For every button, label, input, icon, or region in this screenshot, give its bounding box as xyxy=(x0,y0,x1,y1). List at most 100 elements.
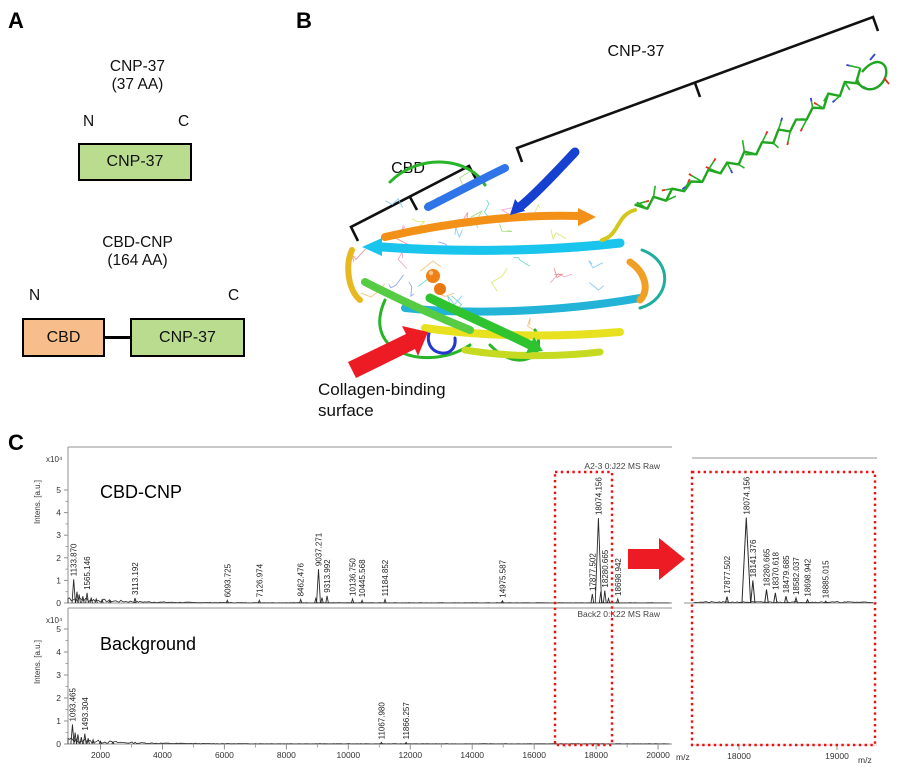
peak xyxy=(594,518,603,604)
peak-label: 9313.992 xyxy=(323,559,332,593)
inset-peak-label: 18885.015 xyxy=(822,560,831,598)
collagen-binding-annotation-line1: Collagen-binding xyxy=(318,380,446,399)
side-chain xyxy=(795,118,804,121)
x-tick-label: 4000 xyxy=(153,750,172,760)
peak xyxy=(379,741,383,745)
peak xyxy=(350,597,355,604)
construct2-cbd-domain: CBD xyxy=(22,318,105,357)
y-tick-label: 0 xyxy=(56,739,61,749)
hairline xyxy=(513,256,531,267)
inset-peak xyxy=(783,596,789,604)
side-chain xyxy=(738,163,745,169)
side-chain xyxy=(787,131,791,142)
peak xyxy=(73,732,77,745)
peak-label: 11067.980 xyxy=(377,702,386,740)
side-chain xyxy=(849,64,861,69)
peak xyxy=(100,598,104,604)
y-scale-label: x10⁴ xyxy=(46,455,63,464)
hairline xyxy=(527,317,536,331)
peak-label: 18280.665 xyxy=(601,549,610,587)
peak xyxy=(75,591,79,604)
peak xyxy=(70,724,75,745)
peak-label: 10136.750 xyxy=(349,558,358,596)
hairline xyxy=(490,267,508,292)
oxygen-tip xyxy=(712,157,717,162)
peak-label: 11184.852 xyxy=(381,559,390,596)
spectrum-source-label: A2-3 0:J22 MS Raw xyxy=(584,461,660,471)
peak-label: 17877.502 xyxy=(588,553,597,591)
construct1-size: (37 AA) xyxy=(111,76,164,93)
panel-c-letter: C xyxy=(8,430,24,455)
construct2-size: (164 AA) xyxy=(107,252,168,269)
construct1-domain-label: CNP-37 xyxy=(106,153,164,170)
oxygen-tip xyxy=(645,199,650,203)
x-axis-title: m/z xyxy=(676,752,690,762)
peak xyxy=(86,738,90,745)
hairline xyxy=(408,281,415,298)
spectrum-trace xyxy=(67,737,670,745)
peak-label: 1093.465 xyxy=(68,688,77,722)
inset-trace xyxy=(693,601,874,604)
inset-peak-label: 18370.618 xyxy=(771,551,780,589)
y-tick-label: 2 xyxy=(56,693,61,703)
peptide-backbone xyxy=(634,67,862,210)
y-tick-label: 5 xyxy=(56,485,61,495)
collagen-binding-annotation-line2: surface xyxy=(318,401,374,420)
side-chain xyxy=(834,95,841,101)
side-chain xyxy=(844,81,851,91)
inset-peak-label: 18074.156 xyxy=(742,476,751,514)
peak xyxy=(616,597,620,604)
side-chain xyxy=(652,185,656,197)
cnp37-bracket-label: CNP-37 xyxy=(608,43,665,60)
y-scale-label: x10⁴ xyxy=(46,616,63,625)
x-tick-label: 16000 xyxy=(522,750,546,760)
construct1-cnp37-domain: CNP-37 xyxy=(78,143,192,181)
peak xyxy=(590,593,595,604)
construct2-n-terminus: N xyxy=(29,287,41,304)
y-tick-label: 4 xyxy=(56,647,61,657)
peak xyxy=(89,597,93,604)
construct2-title: CBD-CNP (164 AA) xyxy=(40,234,235,270)
peak xyxy=(79,737,84,745)
peak xyxy=(225,599,229,604)
nitrogen-tip xyxy=(846,64,850,67)
side-chain xyxy=(665,187,673,191)
construct1-title: CNP-37 (37 AA) xyxy=(40,58,235,94)
side-chain xyxy=(726,162,732,171)
y-tick-label: 4 xyxy=(56,508,61,518)
side-chain xyxy=(761,134,767,143)
oxygen-tip xyxy=(799,127,803,132)
oxygen-tip xyxy=(688,173,693,177)
peak-label: 1493.304 xyxy=(81,697,90,731)
peak xyxy=(76,734,80,745)
inset-peak-label: 18141.376 xyxy=(749,539,758,577)
hairline xyxy=(550,229,567,241)
peak xyxy=(81,596,85,604)
peak xyxy=(404,741,408,745)
side-chain xyxy=(801,119,808,129)
inset-x-tick-label: 18000 xyxy=(727,751,751,761)
side-chain xyxy=(634,200,646,206)
inset-peak xyxy=(750,580,756,604)
x-tick-label: 10000 xyxy=(336,750,360,760)
hairline xyxy=(420,260,442,272)
nitrogen-tip xyxy=(681,186,686,191)
peak xyxy=(91,738,95,745)
hairline xyxy=(397,250,408,269)
nitrogen-tip xyxy=(831,99,836,103)
panel-a-letter: A xyxy=(8,8,24,33)
panel-b-structure: CNP-37 CBD xyxy=(318,15,890,420)
hairline xyxy=(553,268,564,279)
x-tick-label: 6000 xyxy=(215,750,234,760)
peak-label: 6093.725 xyxy=(223,563,232,597)
spectrum-title: Background xyxy=(100,634,196,654)
peak xyxy=(360,599,364,604)
x-tick-label: 18000 xyxy=(584,750,608,760)
hairline xyxy=(385,198,404,208)
domain-linker-line xyxy=(104,336,131,339)
side-chain xyxy=(691,175,703,183)
oxygen-tip xyxy=(883,77,890,85)
peak-label: 3113.192 xyxy=(131,562,140,595)
